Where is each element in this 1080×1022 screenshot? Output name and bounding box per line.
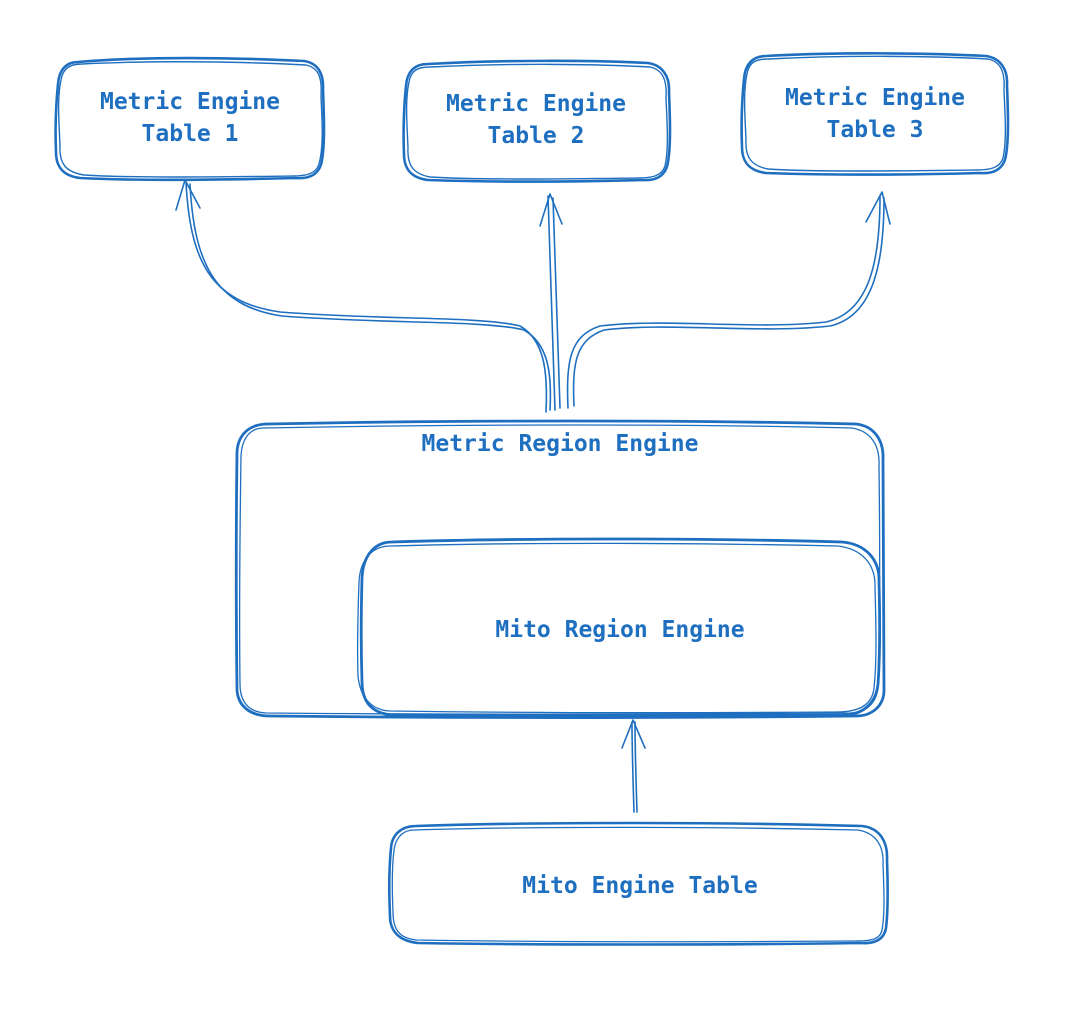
metric-engine-table-3-label: Metric Engine Table 3 — [784, 85, 965, 143]
edge-mito-table-to-mito-region — [621, 719, 646, 813]
edge-metric-region-to-table-3 — [566, 191, 891, 409]
mito-engine-table-label: Mito Engine Table — [522, 873, 758, 899]
edge-metric-region-to-table-2 — [539, 193, 563, 411]
mito-region-engine-label: Mito Region Engine — [495, 617, 745, 643]
metric-engine-table-2-label: Metric Engine Table 2 — [445, 91, 626, 149]
metric-engine-table-1-box — [54, 56, 326, 182]
metric-region-engine-box — [234, 419, 886, 719]
metric-region-engine-label: Metric Region Engine — [421, 431, 699, 457]
metric-engine-table-3-box — [740, 52, 1010, 176]
metric-engine-table-1-label: Metric Engine Table 1 — [99, 89, 280, 147]
metric-engine-table-2-box — [402, 59, 672, 183]
mito-engine-table-box — [388, 821, 889, 946]
mito-region-engine-box — [356, 537, 882, 718]
edge-metric-region-to-table-1 — [175, 179, 552, 413]
